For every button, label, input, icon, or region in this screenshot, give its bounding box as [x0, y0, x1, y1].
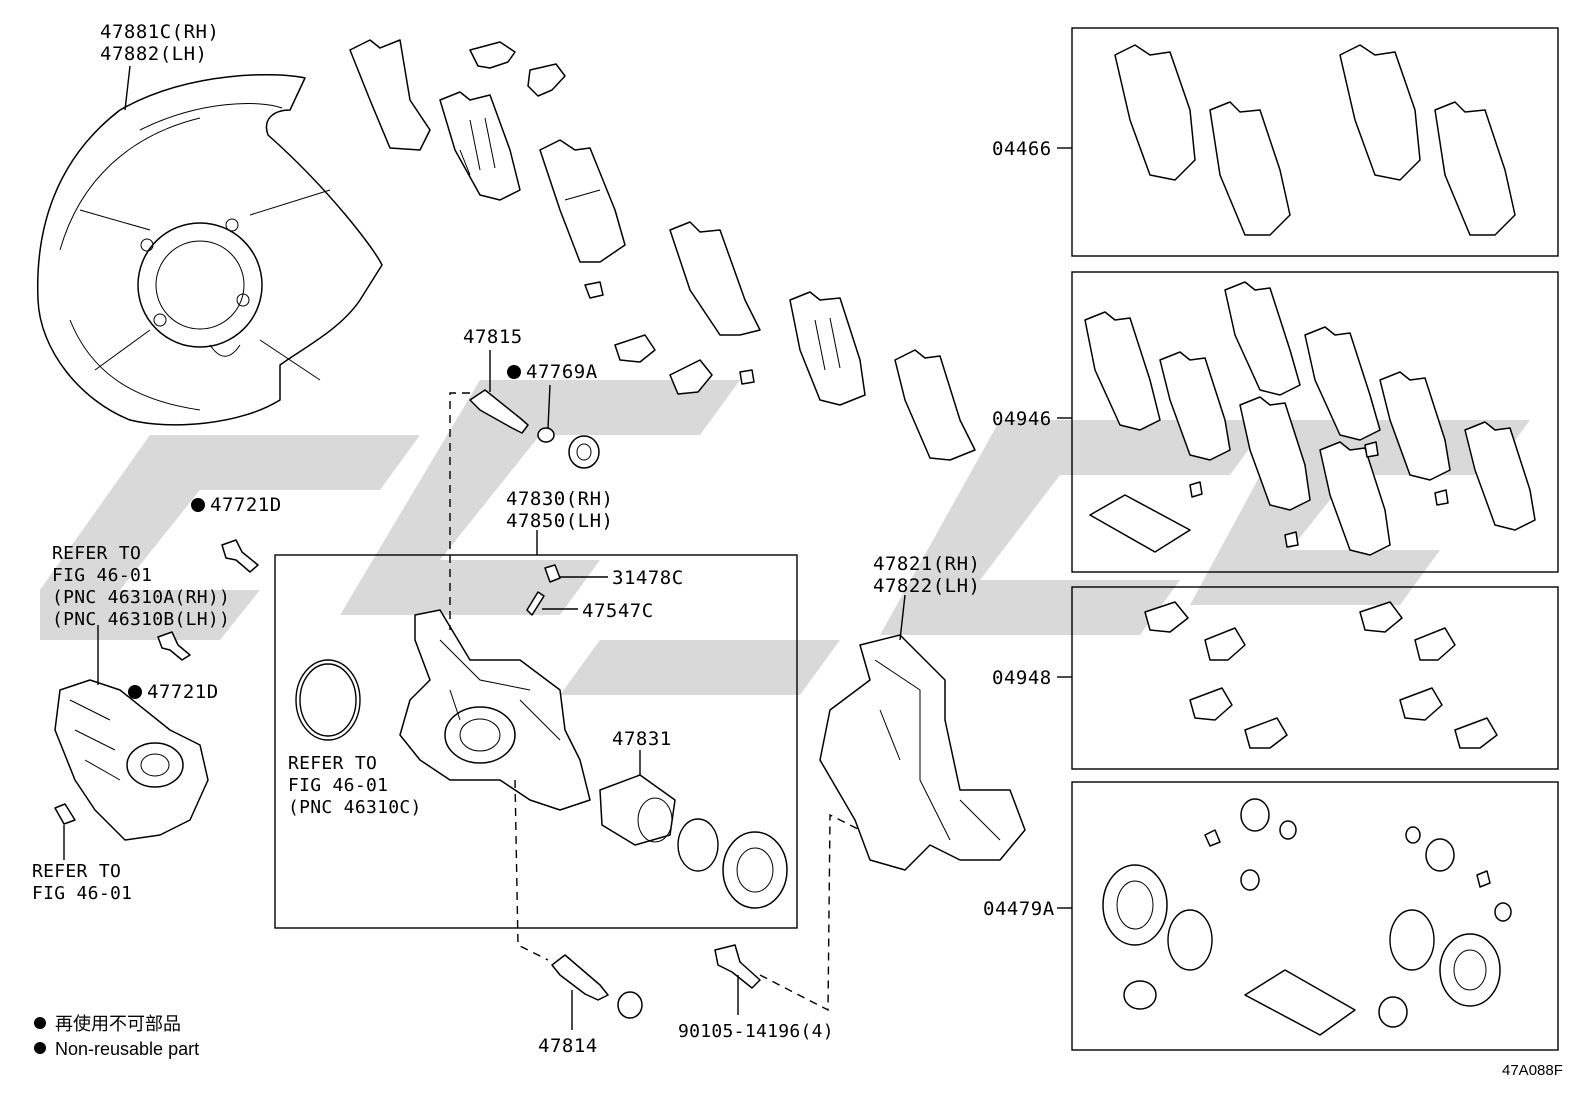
bleeder-screw	[526, 591, 545, 616]
figure-code: 47A088F	[1502, 1062, 1563, 1079]
legend-dot-en	[34, 1042, 46, 1054]
label-refer-bottom-2: FIG 46-01	[32, 883, 132, 904]
clip-upper-3	[614, 334, 656, 363]
label-caliper-rh: 47830(RH)	[506, 488, 613, 510]
svg-text:47881C(RH): 47881C(RH)	[100, 21, 219, 43]
caliper-bushing	[568, 435, 600, 469]
legend-en: Non-reusable part	[55, 1039, 199, 1059]
label-refer-seal-1: REFER TO	[288, 753, 377, 774]
seal-ring	[295, 659, 361, 741]
watermark-logo	[40, 380, 1530, 695]
label-47769a: 47769A	[526, 361, 598, 383]
label-caliper-lh: 47850(LH)	[506, 510, 613, 532]
label-kit-04479a: 04479A	[983, 898, 1055, 920]
svg-text:47882(LH): 47882(LH)	[100, 43, 207, 65]
label-90105-14196: 90105-14196(4)	[678, 1021, 834, 1042]
nonreusable-dot-47721d-bottom	[128, 685, 142, 699]
mounting-bolt	[714, 944, 761, 989]
label-47721d-bottom: 47721D	[147, 681, 219, 703]
pad-upper-6	[894, 349, 976, 461]
piston	[599, 774, 676, 846]
kit-box-04479A	[1071, 781, 1559, 1051]
piston-seal	[677, 818, 719, 872]
kit-box-04946	[1071, 271, 1559, 573]
piston-boot	[722, 831, 788, 909]
pad-upper-5	[789, 291, 866, 406]
clip-upper-2	[527, 63, 566, 97]
mounting-bracket	[819, 634, 1026, 871]
label-47831: 47831	[612, 728, 672, 750]
caliper-assembly-box	[274, 554, 798, 929]
dust-shield	[36, 73, 383, 426]
legend-dot-jp	[34, 1017, 46, 1029]
pad-upper-4	[669, 221, 761, 336]
bleeder-cap	[544, 564, 561, 583]
pad-upper-1	[349, 39, 431, 151]
label-refer-motor-2: FIG 46-01	[52, 565, 152, 586]
kit-box-04466	[1071, 27, 1559, 257]
label-shield-lh: 47882(LH)	[100, 43, 207, 65]
label-kit-04948: 04948	[992, 667, 1052, 689]
pad-upper-2	[439, 91, 521, 201]
motor-seal	[54, 803, 76, 825]
label-mounting-lh: 47822(LH)	[873, 575, 980, 597]
clip-upper-1	[469, 41, 516, 69]
label-refer-seal-2: FIG 46-01	[288, 775, 388, 796]
guide-pin-lower	[551, 954, 609, 1001]
label-shield-rh: 47881C(RH)	[100, 21, 219, 43]
label-refer-motor-4: (PNC 46310B(LH))	[52, 609, 230, 630]
pin-boot-lower	[617, 991, 643, 1019]
label-mounting-rh: 47821(RH)	[873, 553, 980, 575]
caliper-body	[399, 609, 591, 811]
pin-boot-upper	[537, 427, 555, 443]
bolt-47721d-bottom	[157, 631, 191, 661]
label-refer-seal-3: (PNC 46310C)	[288, 797, 422, 818]
nonreusable-dot-47721d-top	[191, 498, 205, 512]
label-refer-motor-3: (PNC 46310A(RH))	[52, 587, 230, 608]
clip-upper-5	[584, 281, 755, 385]
bolt-47721d-top	[221, 539, 259, 573]
legend: 再使用不可部品 Non-reusable part	[34, 1014, 199, 1059]
guide-pin-upper	[469, 389, 529, 434]
kit-box-04948	[1071, 586, 1559, 770]
pad-upper-3	[539, 139, 626, 263]
label-refer-bottom-1: REFER TO	[32, 861, 121, 882]
label-refer-motor-1: REFER TO	[52, 543, 141, 564]
label-47721d-top: 47721D	[210, 494, 282, 516]
label-47814: 47814	[538, 1035, 598, 1057]
clip-upper-4	[669, 359, 713, 395]
label-kit-04466: 04466	[992, 138, 1052, 160]
legend-jp: 再使用不可部品	[55, 1014, 181, 1034]
label-kit-04946: 04946	[992, 408, 1052, 430]
label-47815: 47815	[463, 326, 523, 348]
label-31478c: 31478C	[612, 567, 684, 589]
parking-brake-motor	[54, 679, 209, 841]
label-47547c: 47547C	[582, 600, 654, 622]
nonreusable-dot-47769a	[507, 365, 521, 379]
